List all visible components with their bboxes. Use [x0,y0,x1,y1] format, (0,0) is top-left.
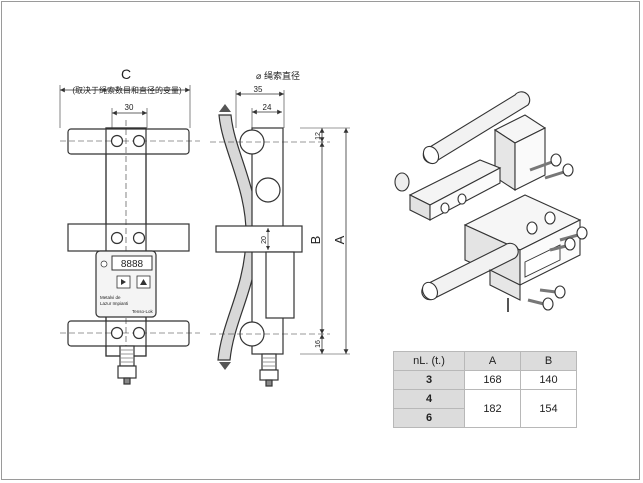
table-cell-b: 140 [520,370,577,390]
front-view [59,85,200,385]
top-crossbar [67,128,190,155]
play-icon [121,279,126,285]
width-24-label: 24 [263,103,272,112]
connector-nut [117,365,137,379]
table-header-b: B [520,351,577,371]
bolt-icon [539,285,566,299]
table-cell-load: 3 [393,370,465,390]
table-row: 3 168 140 [393,370,577,390]
rope-diameter-label: ⌀ 绳索直径 [256,70,300,81]
c-note: (取决于绳索数目和直径的变量) [72,85,182,95]
table-cell-b: 154 [520,389,577,428]
table-header-a: A [464,351,521,371]
brand-line-2: Lazur Impianti [100,301,128,306]
c-label: C [121,66,131,82]
bolt-icon [544,163,574,180]
gap-16-label: 16 [315,340,322,348]
bottom-crossbar [67,320,190,347]
middle-clamp [67,223,190,252]
screw-icon [132,134,146,148]
arrow-up-icon [219,104,231,112]
side-view [210,90,350,387]
brand-line-1: Metalvi de [100,295,121,300]
screw-icon [110,326,124,340]
b-label: B [308,236,323,245]
screw-icon [132,326,146,340]
display-digits: 8888 [121,259,144,270]
center-roller [255,177,281,203]
gap-12-label: 12 [315,132,322,140]
table-header-row: nL. (t.) A B [393,351,577,371]
bolt-icon [529,153,562,172]
bolt-icon [527,297,554,311]
isometric-view [394,91,588,312]
screw-icon [110,134,124,148]
indicator-icon [100,260,108,268]
bolt-icon [559,226,588,242]
table-cell-load: 4 [393,389,465,409]
width-35-label: 35 [254,85,263,94]
digital-display [111,255,153,271]
table-header-load: nL. (t.) [393,351,465,371]
connector [119,345,135,367]
brand-line-3: Tenso-Lok [132,309,154,314]
iso-bottom-rod [421,242,519,301]
table-cell-a: 182 [464,389,521,428]
table-row: 4 182 154 [393,389,577,428]
table-row: 6 [393,408,577,428]
width-30-label: 30 [125,103,134,112]
screw-icon [132,231,146,245]
table-cell-load: 6 [393,408,465,428]
screw-icon [110,231,124,245]
iso-top-rod [422,91,531,164]
bolt-icon [549,237,576,252]
arrow-up-icon [140,279,147,285]
side-clamp [215,225,303,253]
arrow-down-icon [219,362,231,370]
load-table: nL. (t.) A B 3 168 140 4 182 154 6 [393,351,577,428]
a-label: A [332,235,347,244]
side-box [265,251,295,319]
gap-20-label: 20 [261,236,268,244]
table-cell-a: 168 [464,370,521,390]
